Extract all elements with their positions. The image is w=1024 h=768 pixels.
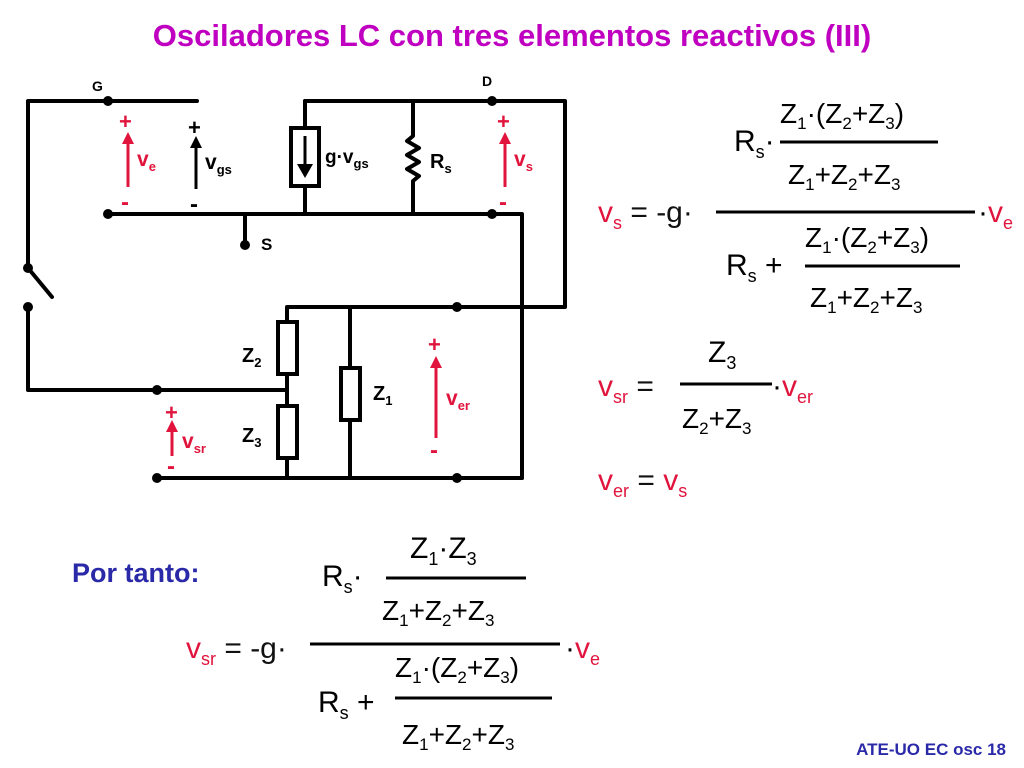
label-vs: vs (514, 148, 533, 174)
label-vsr: vsr (182, 430, 206, 456)
vgs-minus: - (190, 191, 198, 218)
equation-ver: ver = vs (598, 464, 687, 501)
label-gvgs: g·vgs (325, 147, 369, 171)
svg-text:Z1+Z2+Z3: Z1+Z2+Z3 (810, 282, 922, 317)
vsr-minus: - (167, 453, 175, 480)
svg-text:·ver: ·ver (772, 370, 813, 407)
slide-title: Osciladores LC con tres elementos reacti… (152, 18, 872, 53)
label-vgs: vgs (205, 151, 232, 177)
z1-element (339, 366, 362, 422)
label-s: S (261, 235, 272, 254)
svg-text:ver = vs: ver = vs (598, 464, 687, 501)
svg-text:·ve: ·ve (565, 632, 600, 669)
vs-minus: - (499, 189, 507, 216)
label-z2: Z2 (242, 345, 261, 370)
ver-minus: - (430, 437, 438, 464)
svg-text:·ve: ·ve (978, 196, 1013, 233)
current-source (289, 126, 321, 188)
svg-text:Rs +: Rs + (726, 249, 783, 286)
por-tanto-label: Por tanto: (72, 558, 200, 588)
svg-text:Z1+Z2+Z3: Z1+Z2+Z3 (382, 595, 494, 630)
svg-text:Rs +: Rs + (318, 686, 375, 723)
circuit-wires (26, 99, 567, 480)
label-rs: Rs (430, 151, 452, 176)
terminal-dots (23, 96, 497, 483)
svg-text:Z3: Z3 (708, 336, 736, 373)
label-ve: ve (137, 148, 156, 174)
svg-text:Rs·: Rs· (734, 125, 775, 162)
ve-minus: - (121, 189, 129, 216)
equation-vs: Rs· Z1·(Z2+Z3) Z1+Z2+Z3 vs = -g· ·ve Z1·… (598, 98, 1013, 317)
slide-footer: ATE-UO EC osc 18 (856, 740, 1006, 759)
ver-plus: + (428, 332, 441, 357)
equation-vsr: Z3 vsr = ·ver Z2+Z3 (598, 336, 813, 438)
svg-text:Rs·: Rs· (322, 560, 363, 597)
svg-text:vsr =: vsr = (598, 370, 654, 407)
svg-text:vsr = -g·: vsr = -g· (186, 632, 287, 669)
label-z3: Z3 (242, 425, 261, 450)
svg-text:Z1+Z2+Z3: Z1+Z2+Z3 (788, 159, 900, 194)
svg-text:Z1+Z2+Z3: Z1+Z2+Z3 (402, 719, 514, 754)
svg-text:Z1·(Z2+Z3): Z1·(Z2+Z3) (395, 652, 519, 687)
svg-text:Z1·Z3: Z1·Z3 (410, 532, 477, 569)
svg-text:Z1·(Z2+Z3): Z1·(Z2+Z3) (780, 98, 904, 133)
ve-plus: + (119, 109, 132, 134)
vsr-plus: + (165, 400, 178, 425)
label-ver: ver (446, 387, 470, 413)
label-d: D (482, 73, 492, 89)
label-g: G (92, 78, 103, 94)
equation-final: Z1·Z3 Rs· Z1+Z2+Z3 vsr = -g· ·ve Z1·(Z2+… (186, 532, 600, 754)
svg-text:Z1·(Z2+Z3): Z1·(Z2+Z3) (805, 222, 929, 257)
vs-plus: + (497, 109, 510, 134)
svg-text:Z2+Z3: Z2+Z3 (682, 403, 752, 438)
svg-text:vs = -g·: vs = -g· (598, 196, 693, 233)
z3-element (276, 404, 299, 460)
voltage-arrows (122, 132, 511, 456)
label-z1: Z1 (373, 383, 392, 408)
vgs-plus: + (188, 115, 201, 140)
z2-element (276, 320, 299, 376)
